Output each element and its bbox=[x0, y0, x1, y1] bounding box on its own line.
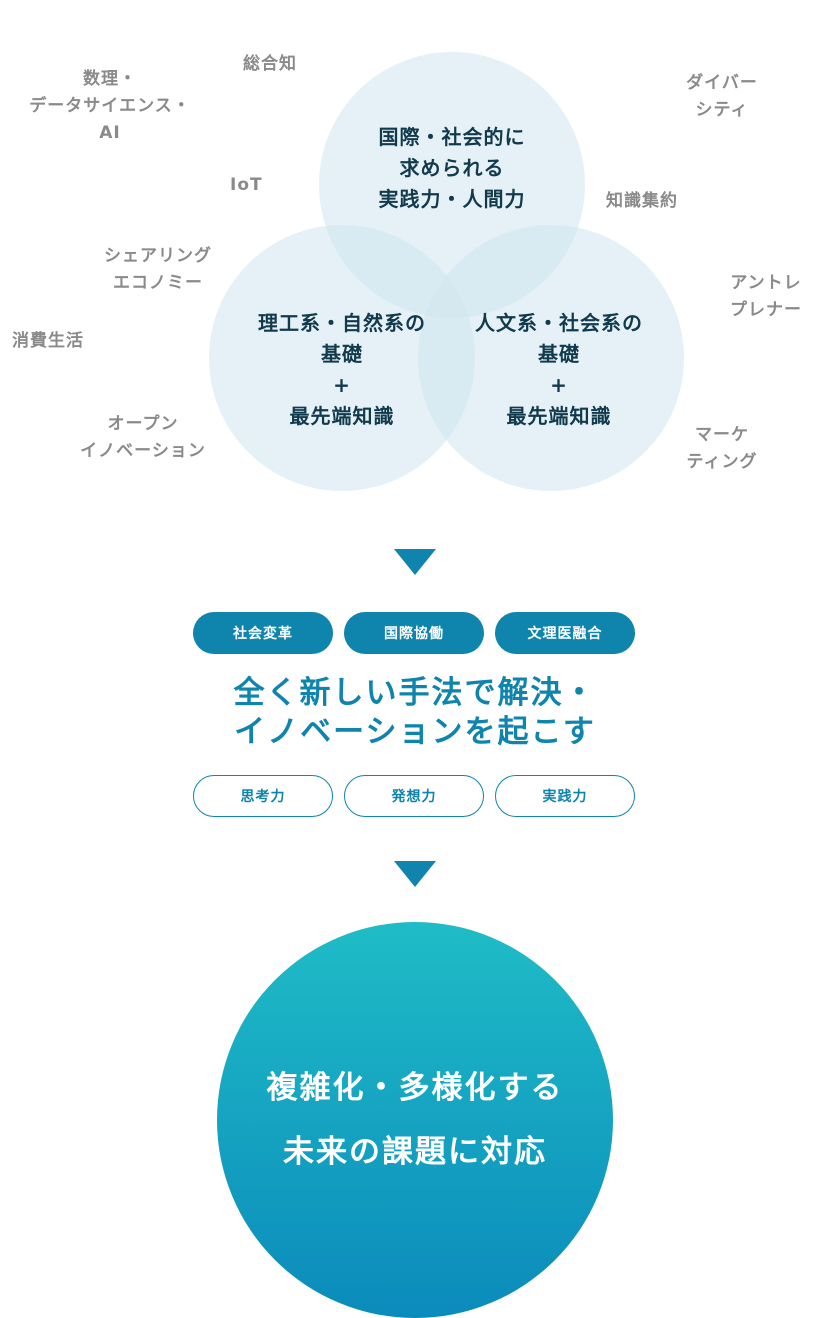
skill-practice: 実践力 bbox=[495, 775, 635, 817]
venn-left-line-2: 基礎 bbox=[321, 342, 363, 366]
venn-circle-right bbox=[418, 225, 684, 491]
venn-left-line-3: + bbox=[333, 373, 351, 397]
keyword-sharing-line-1: シェアリング bbox=[104, 246, 212, 266]
venn-right-line-1: 人文系・社会系の bbox=[475, 311, 643, 335]
keyword-open-line-2: イノベーション bbox=[80, 441, 206, 461]
keyword-data-science-line-3: AI bbox=[99, 123, 121, 143]
down-arrow-icon bbox=[394, 861, 436, 887]
venn-circle-left bbox=[209, 225, 475, 491]
keyword-marketing: マーケティング bbox=[678, 422, 766, 476]
skill-thinking: 思考力 bbox=[193, 775, 333, 817]
venn-right-line-3: + bbox=[550, 373, 568, 397]
venn-right-label: 人文系・社会系の基礎 + 最先端知識 bbox=[449, 308, 669, 432]
down-arrow-icon bbox=[394, 549, 436, 575]
keyword-data-science-line-1: 数理・ bbox=[83, 69, 137, 89]
outcome-line-2: 未来の課題に対応 bbox=[283, 1134, 547, 1170]
keyword-entrepreneur: アントレプレナー bbox=[716, 270, 816, 324]
keyword-marketing-line-1: マーケ bbox=[695, 425, 749, 445]
keyword-open-innovation: オープンイノベーション bbox=[68, 411, 218, 465]
skill-ideation: 発想力 bbox=[344, 775, 484, 817]
keyword-open-line-1: オープン bbox=[107, 414, 179, 434]
headline-line-1: 全く新しい手法で解決・ bbox=[233, 675, 597, 711]
venn-top-line-2: 求められる bbox=[399, 156, 505, 180]
keyword-sogochi: 総合知 bbox=[243, 54, 297, 74]
keyword-sharing-economy: シェアリングエコノミー bbox=[88, 243, 228, 297]
tag-interdisciplinary: 文理医融合 bbox=[495, 612, 635, 654]
keyword-knowledge: 知識集約 bbox=[606, 191, 678, 211]
keyword-marketing-line-2: ティング bbox=[686, 452, 758, 472]
keyword-diversity: ダイバーシティ bbox=[670, 70, 774, 124]
venn-left-label: 理工系・自然系の基礎 + 最先端知識 bbox=[232, 308, 452, 432]
venn-top-label: 国際・社会的に求められる実践力・人間力 bbox=[342, 122, 562, 215]
venn-left-line-1: 理工系・自然系の bbox=[258, 311, 426, 335]
keyword-consumer-life: 消費生活 bbox=[12, 331, 84, 351]
keyword-sharing-line-2: エコノミー bbox=[113, 273, 203, 293]
keyword-iot: IoT bbox=[230, 175, 263, 195]
venn-top-line-1: 国際・社会的に bbox=[378, 125, 526, 149]
keyword-entrepreneur-line-1: アントレ bbox=[730, 273, 802, 293]
venn-right-line-2: 基礎 bbox=[538, 342, 580, 366]
keyword-data-science: 数理・データサイエンス・ AI bbox=[0, 66, 220, 147]
tag-international-collaboration: 国際協働 bbox=[344, 612, 484, 654]
venn-top-line-3: 実践力・人間力 bbox=[378, 187, 526, 211]
venn-right-line-4: 最先端知識 bbox=[506, 404, 612, 428]
keyword-diversity-line-2: シティ bbox=[695, 100, 749, 120]
venn-diagram bbox=[209, 52, 684, 491]
keyword-entrepreneur-line-2: プレナー bbox=[730, 300, 802, 320]
outcome-line-1: 複雑化・多様化する bbox=[266, 1070, 564, 1106]
headline: 全く新しい手法で解決・ イノベーションを起こす bbox=[0, 674, 830, 752]
keyword-diversity-line-1: ダイバー bbox=[686, 73, 758, 93]
tag-social-change: 社会変革 bbox=[193, 612, 333, 654]
headline-line-2: イノベーションを起こす bbox=[234, 714, 596, 750]
outcome-circle: 複雑化・多様化する 未来の課題に対応 bbox=[217, 922, 613, 1318]
venn-left-line-4: 最先端知識 bbox=[289, 404, 395, 428]
keyword-data-science-line-2: データサイエンス・ bbox=[29, 96, 191, 116]
